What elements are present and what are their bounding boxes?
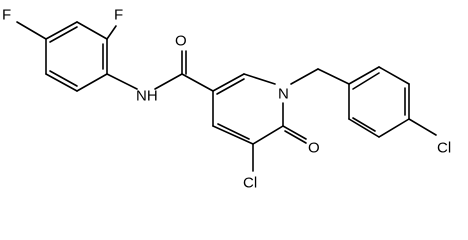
bond [317,68,350,85]
atom-label-f-left: F [2,7,11,24]
bond [76,73,108,92]
bond [290,68,319,85]
bond [212,125,254,145]
bond [212,73,245,92]
bond [45,73,78,92]
atom-label-nh: NH [136,88,158,105]
bond [348,118,380,138]
bond [106,73,138,90]
bond [16,21,47,40]
bond [352,117,376,132]
bond [282,125,307,140]
atom-label-cl-benzyl: Cl [437,140,451,157]
bond [378,66,410,85]
bond [348,66,380,85]
bond [45,21,78,40]
bond [216,78,245,95]
bond [217,123,250,140]
atom-label-cl-ring: Cl [243,175,257,192]
bond [49,26,78,43]
difluorophenyl-ring [45,21,108,92]
atom-label-o-amide: O [175,33,187,50]
chlorophenyl-ring [348,66,410,138]
bond [76,21,108,40]
atom-label-o-ring: O [308,140,320,157]
bond [154,73,183,90]
atom-label-f-top: F [114,7,123,24]
atom-label-n-ring: N [278,86,289,103]
pyridinone-ring [212,73,284,145]
bond [284,130,307,144]
bond [243,73,276,85]
bond [352,72,380,90]
chemical-structure: F F NH O N O Cl Cl [2,7,451,192]
bond [49,70,78,87]
bond [378,118,410,138]
bond [181,73,214,92]
bond [106,25,117,40]
bond [408,118,437,136]
bond [252,125,284,145]
